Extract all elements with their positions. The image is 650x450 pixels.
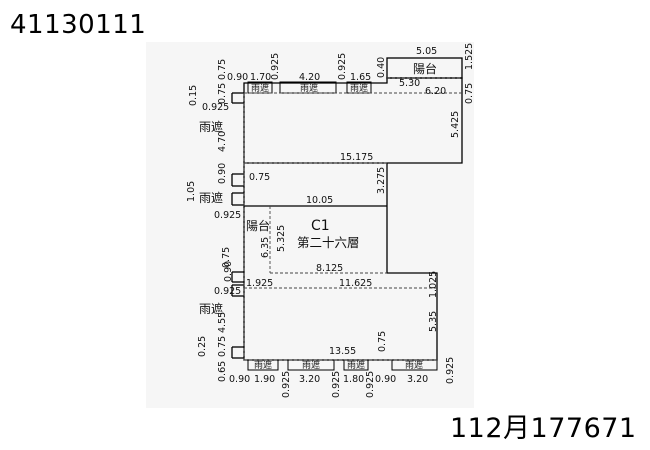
canopy-left-lower-label: 雨遮: [199, 301, 223, 316]
dim-top-420: 4.20: [299, 72, 320, 83]
dim-width-11625: 11.625: [339, 278, 372, 289]
balcony-side-label: 陽台: [246, 218, 270, 233]
dim-width-8125: 8.125: [316, 263, 343, 274]
canopy-box-label: 雨遮: [302, 359, 320, 371]
balcony-top-label: 陽台: [413, 61, 437, 76]
dim-bottom-0925-a: 0.925: [281, 371, 292, 398]
dim-top-left-075: 0.75: [217, 59, 228, 80]
unit-code: C1: [311, 218, 330, 234]
dim-width-15175: 15.175: [340, 152, 373, 163]
dim-width-1005: 10.05: [306, 195, 333, 206]
dim-left-0925: 0.925: [202, 102, 229, 113]
dim-balcony-gap: 0.40: [376, 57, 387, 78]
vertical-dimensions: 1.525 0.40 0.75 0.925 0.925 0.75 5.425 0…: [186, 43, 475, 398]
dim-top-run-2: 6.20: [425, 86, 446, 97]
canopy-left-middle-label: 雨遮: [199, 190, 223, 205]
dim-left-090-b: 0.90: [223, 261, 234, 282]
dim-left-470: 4.70: [217, 131, 228, 152]
dim-inner-075: 0.75: [249, 172, 270, 183]
dim-right-1025: 1.025: [428, 271, 439, 298]
dim-balcony-width: 5.05: [416, 46, 437, 57]
dim-top-run: 5.30: [399, 78, 420, 89]
dim-left-065: 0.65: [217, 361, 228, 382]
dim-bottom-180: 1.80: [343, 374, 364, 385]
dim-inner-1925: 1.925: [246, 278, 273, 289]
dim-bottom-320-b: 3.20: [407, 374, 428, 385]
dim-left-455: 4.55: [217, 312, 228, 333]
dim-width-1355: 13.55: [329, 346, 356, 357]
canopy-box-label: 雨遮: [405, 359, 423, 371]
dim-balcony-depth: 1.525: [464, 43, 475, 70]
canopy-box-label: 雨遮: [347, 359, 365, 371]
dim-top-170: 1.70: [250, 72, 271, 83]
dim-left-105: 1.05: [186, 181, 197, 202]
canopy-box-label: 雨遮: [350, 82, 368, 94]
floor-label: 第二十六層: [297, 235, 360, 250]
dim-bottom-0925-c: 0.925: [365, 371, 376, 398]
canopy-box-label: 雨遮: [300, 82, 318, 94]
dim-bottom-0925-b: 0.925: [331, 371, 342, 398]
canopy-box-label: 雨遮: [251, 82, 269, 94]
dim-right-075: 0.75: [464, 83, 475, 104]
dim-top-165: 1.65: [350, 72, 371, 83]
document-id: 41130111: [10, 10, 147, 40]
plan-background: [146, 42, 474, 408]
unit-outline: [231, 57, 463, 361]
document-reference: 112月177671: [450, 413, 637, 444]
dim-balcony-5325: 5.325: [276, 225, 287, 252]
canopy-box-label: 雨遮: [254, 359, 272, 371]
dim-left-075: 0.75: [217, 83, 228, 104]
horizontal-dimensions: 5.05 5.30 6.20 0.90 1.70 4.20 1.65 15.17…: [202, 46, 446, 385]
dim-bottom-320: 3.20: [299, 374, 320, 385]
dim-bottom-0925-d: 0.925: [445, 357, 456, 384]
dim-left-0925-c: 0.925: [214, 286, 241, 297]
dim-left-015: 0.15: [188, 85, 199, 106]
dim-top-0925-a: 0.925: [270, 53, 281, 80]
dim-left-075-c: 0.75: [217, 336, 228, 357]
dim-bottom-075: 0.75: [377, 331, 388, 352]
dashed-lines: [243, 77, 462, 361]
dim-left-090: 0.90: [217, 163, 228, 184]
dim-bottom-090: 0.90: [229, 374, 250, 385]
dim-balcony-635: 6.35: [260, 237, 271, 258]
dim-left-075-b: 0.75: [221, 247, 232, 268]
dim-left-0925-b: 0.925: [214, 210, 241, 221]
dim-bottom-090-b: 0.90: [375, 374, 396, 385]
dim-right-3275: 3.275: [376, 167, 387, 194]
dim-top-0925-b: 0.925: [337, 53, 348, 80]
dim-right-5425: 5.425: [450, 111, 461, 138]
dim-top-left-090: 0.90: [227, 72, 248, 83]
canopy-left-upper-label: 雨遮: [199, 119, 223, 134]
dim-left-025: 0.25: [197, 336, 208, 357]
dim-bottom-190: 1.90: [254, 374, 275, 385]
dim-right-535: 5.35: [428, 311, 439, 332]
